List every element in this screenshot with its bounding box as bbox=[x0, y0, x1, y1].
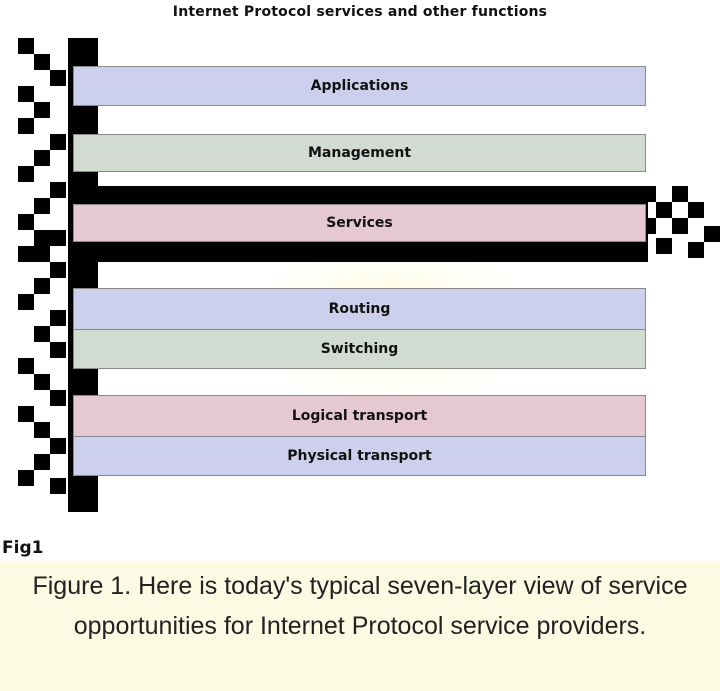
layer-services: Services bbox=[73, 204, 646, 242]
pixel-block bbox=[18, 246, 34, 262]
pixel-block bbox=[672, 218, 688, 234]
layer-applications: Applications bbox=[73, 66, 646, 106]
pixel-block bbox=[18, 294, 34, 310]
layer-logical-transport: Logical transport bbox=[73, 395, 646, 437]
pixel-block bbox=[18, 214, 34, 230]
layer-routing: Routing bbox=[73, 288, 646, 330]
pixel-block bbox=[18, 166, 34, 182]
pixel-block bbox=[18, 358, 34, 374]
pixel-block bbox=[50, 230, 66, 246]
pixel-block bbox=[34, 230, 50, 246]
pixel-block bbox=[50, 182, 66, 198]
pixel-block bbox=[688, 202, 704, 218]
pixel-block bbox=[50, 134, 66, 150]
caption-box: Figure 1. Here is today's typical seven-… bbox=[0, 562, 720, 691]
figure-caption: Figure 1. Here is today's typical seven-… bbox=[32, 572, 688, 640]
pixel-block bbox=[34, 374, 50, 390]
pixel-block bbox=[50, 390, 66, 406]
pixel-block bbox=[50, 478, 66, 494]
layer-physical-transport: Physical transport bbox=[73, 436, 646, 476]
pixel-block bbox=[656, 238, 672, 254]
figure-label: Fig1 bbox=[2, 538, 44, 558]
layer-management: Management bbox=[73, 134, 646, 172]
pixel-block bbox=[50, 262, 66, 278]
pixel-block bbox=[18, 118, 34, 134]
pixel-block bbox=[704, 226, 720, 242]
right-checker-pattern bbox=[640, 186, 720, 262]
left-pixel-strip bbox=[18, 38, 98, 512]
layer-switching: Switching bbox=[73, 329, 646, 369]
pixel-block bbox=[34, 454, 50, 470]
pixel-block bbox=[34, 422, 50, 438]
pixel-block bbox=[18, 86, 34, 102]
pixel-block bbox=[34, 54, 50, 70]
pixel-block bbox=[50, 438, 66, 454]
pixel-block bbox=[34, 198, 50, 214]
pixel-block bbox=[688, 242, 704, 258]
pixel-block bbox=[50, 310, 66, 326]
pixel-block bbox=[34, 278, 50, 294]
pixel-block bbox=[18, 470, 34, 486]
pixel-block bbox=[34, 246, 50, 262]
pixel-block bbox=[672, 186, 688, 202]
pixel-block bbox=[640, 186, 656, 202]
pixel-block bbox=[34, 326, 50, 342]
pixel-block bbox=[656, 202, 672, 218]
pixel-block bbox=[34, 102, 50, 118]
layer-diagram: Internet Protocol services and other fun… bbox=[18, 4, 720, 512]
pixel-block bbox=[18, 406, 34, 422]
pixel-block bbox=[50, 342, 66, 358]
pixel-block bbox=[34, 150, 50, 166]
pixel-block bbox=[18, 38, 34, 54]
diagram-title: Internet Protocol services and other fun… bbox=[172, 4, 548, 20]
pixel-block bbox=[50, 70, 66, 86]
